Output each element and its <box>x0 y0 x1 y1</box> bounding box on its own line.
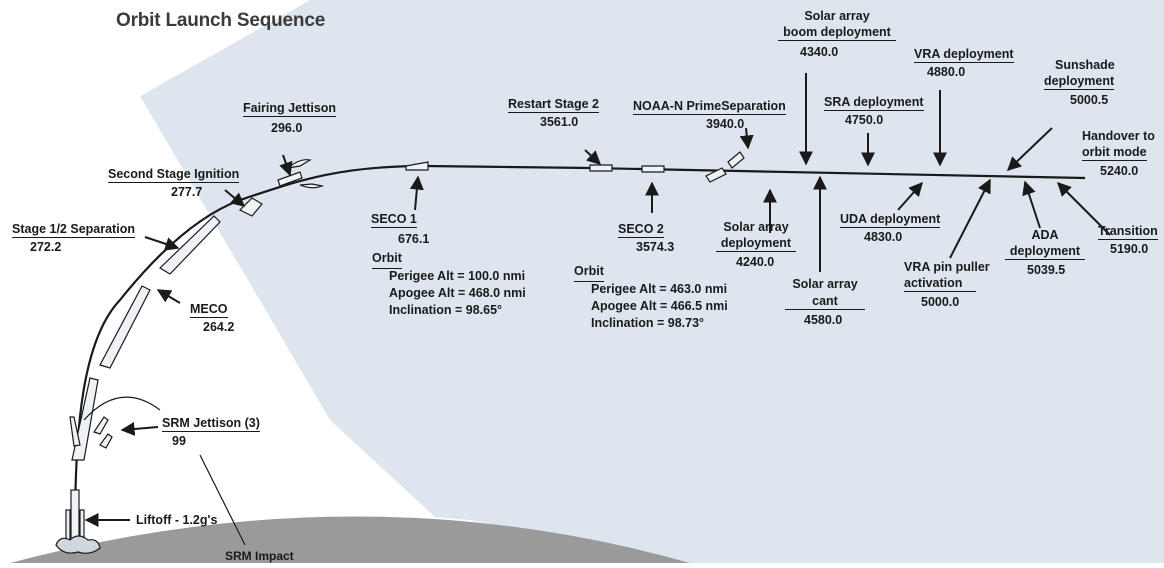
uda-deployment-time: 4830.0 <box>864 230 903 244</box>
event-arrows <box>84 73 1111 527</box>
orbit2-inclination: Inclination = 98.73° <box>591 316 705 330</box>
vra-deployment-time: 4880.0 <box>927 65 966 79</box>
uda-deployment-label: UDA deployment <box>840 212 941 228</box>
handover-label-2: orbit mode <box>1082 145 1147 161</box>
orbit2-apogee: Apogee Alt = 466.5 nmi <box>591 299 728 313</box>
seco1-time: 676.1 <box>398 232 430 246</box>
liftoff-label: Liftoff - 1.2g's <box>136 513 218 527</box>
solar-array-cant-time: 4580.0 <box>804 313 843 327</box>
seco2-time: 3574.3 <box>636 240 675 254</box>
diagram-title: Orbit Launch Sequence <box>116 10 326 31</box>
stage-separation-time: 272.2 <box>30 240 62 254</box>
handover-time: 5240.0 <box>1100 164 1139 178</box>
orbit2-heading: Orbit <box>574 263 604 282</box>
seco2-label: SECO 2 <box>618 222 664 238</box>
sunshade-label-1: Sunshade <box>1055 58 1115 72</box>
solar-array-deployment-label-1: Solar array <box>723 220 789 234</box>
rocket-ascent <box>69 151 745 461</box>
sunshade-label-2: deployment <box>1044 74 1115 90</box>
solar-array-deployment-time: 4240.0 <box>736 255 775 269</box>
solar-array-cant-label-1: Solar array <box>792 277 858 291</box>
trajectory-line <box>73 164 1086 531</box>
sra-deployment-time: 4750.0 <box>845 113 884 127</box>
boom-deployment-label-2: boom deployment <box>778 25 896 41</box>
white-wedge <box>0 0 470 563</box>
srm-impact-label: SRM Impact <box>225 549 294 563</box>
meco-time: 264.2 <box>203 320 235 334</box>
boom-deployment-time: 4340.0 <box>800 45 839 59</box>
vra-pin-puller-label-1: VRA pin puller <box>904 260 990 274</box>
second-stage-ignition-label: Second Stage Ignition <box>108 167 240 183</box>
vra-pin-puller-label-2: activation <box>904 276 976 292</box>
sunshade-time: 5000.5 <box>1070 93 1109 107</box>
transition-time: 5190.0 <box>1110 242 1149 256</box>
rocket-on-pad <box>55 489 101 554</box>
vra-deployment-label: VRA deployment <box>914 47 1014 63</box>
meco-label: MECO <box>190 302 228 318</box>
ada-label-1: ADA <box>1031 228 1059 242</box>
ada-time: 5039.5 <box>1027 263 1066 277</box>
transition-label: Transition <box>1098 224 1158 240</box>
orbit1-inclination: Inclination = 98.65° <box>389 303 503 317</box>
seco1-label: SECO 1 <box>371 212 417 228</box>
ada-label-2: deployment <box>1005 244 1085 260</box>
noaa-separation-time: 3940.0 <box>706 117 745 131</box>
orbit2-perigee: Perigee Alt = 463.0 nmi <box>591 282 728 296</box>
handover-label-1: Handover to <box>1082 129 1155 143</box>
solar-array-cant-label-2: cant <box>785 294 865 310</box>
srm-jettison-time: 99 <box>172 434 186 448</box>
sra-deployment-label: SRA deployment <box>824 95 924 111</box>
boom-deployment-label-1: Solar array <box>804 9 870 23</box>
orbit1-perigee: Perigee Alt = 100.0 nmi <box>389 269 526 283</box>
srm-arc <box>83 396 161 421</box>
second-stage-ignition-time: 277.7 <box>171 185 203 199</box>
srm-impact-line <box>199 454 246 546</box>
restart-stage2-time: 3561.0 <box>540 115 579 129</box>
stage-separation-label: Stage 1/2 Separation <box>12 222 135 238</box>
orbit1-heading: Orbit <box>372 250 402 269</box>
restart-stage2-label: Restart Stage 2 <box>508 97 600 113</box>
orbit1-apogee: Apogee Alt = 468.0 nmi <box>389 286 526 300</box>
vra-pin-puller-time: 5000.0 <box>921 295 960 309</box>
fairing-jettison-label: Fairing Jettison <box>243 101 337 117</box>
solar-array-deployment-label-2: deployment <box>716 236 796 252</box>
earth-ground <box>10 516 690 563</box>
fairing-jettison-time: 296.0 <box>271 121 303 135</box>
noaa-separation-label: NOAA-N PrimeSeparation <box>633 99 786 115</box>
srm-jettison-label: SRM Jettison (3) <box>162 416 260 432</box>
